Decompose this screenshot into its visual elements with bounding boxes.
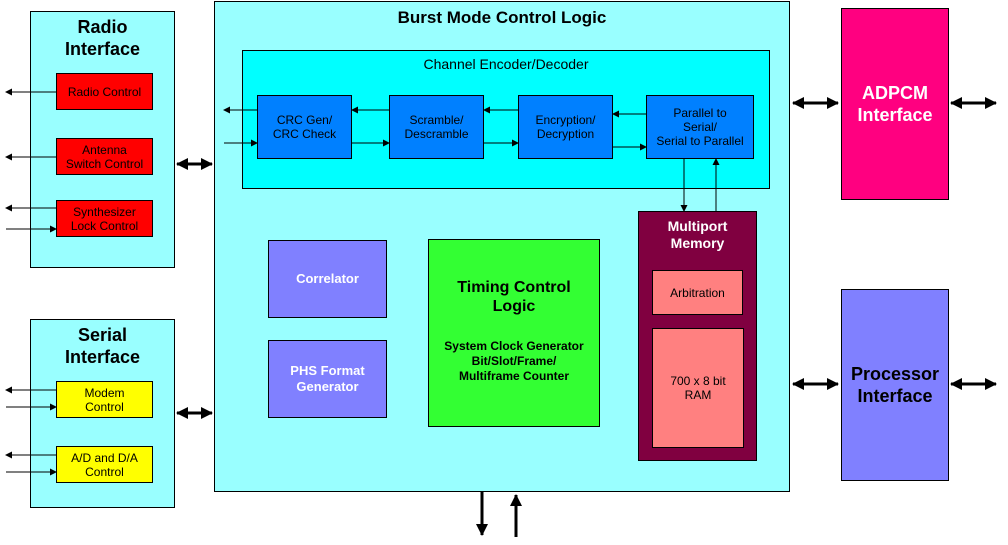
burst-mode-title: Burst Mode Control Logic (397, 8, 607, 27)
processor-interface-block: Processor Interface (841, 289, 949, 481)
antenna-switch-control-block: Antenna Switch Control (56, 138, 153, 175)
timing-control-title: Timing Control Logic (457, 279, 571, 315)
serial-interface-title: Serial Interface (64, 325, 141, 367)
modem-control-block: Modem Control (56, 381, 153, 418)
timing-control-subtitle: System Clock Generator Bit/Slot/Frame/ M… (444, 339, 584, 383)
phs-format-generator-block: PHS Format Generator (268, 340, 387, 418)
ad-da-control-block: A/D and D/A Control (56, 446, 153, 483)
crc-block: CRC Gen/ CRC Check (257, 95, 352, 159)
multiport-memory-title: Multiport Memory (667, 218, 728, 251)
parallel-serial-block: Parallel to Serial/ Serial to Parallel (646, 95, 754, 159)
synthesizer-lock-control-block: Synthesizer Lock Control (56, 200, 153, 237)
adpcm-interface-block: ADPCM Interface (841, 8, 949, 200)
timing-control-block: Timing Control Logic System Clock Genera… (428, 239, 600, 427)
scramble-block: Scramble/ Descramble (389, 95, 484, 159)
correlator-block: Correlator (268, 240, 387, 318)
radio-interface-title: Radio Interface (64, 17, 141, 59)
encryption-block: Encryption/ Decryption (518, 95, 613, 159)
radio-control-block: Radio Control (56, 73, 153, 110)
arbitration-block: Arbitration (652, 270, 743, 315)
channel-encoder-title: Channel Encoder/Decoder (423, 56, 589, 72)
ram-block: 700 x 8 bit RAM (652, 328, 744, 448)
